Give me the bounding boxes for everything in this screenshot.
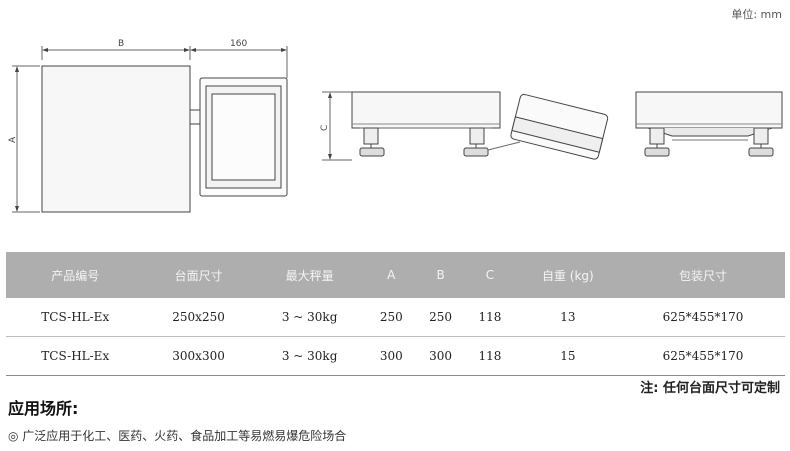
table-row: TCS-HL-Ex 250x250 3 ~ 30kg 250 250 118 1… [6,298,785,337]
header-product-code: 产品编号 [6,252,145,298]
application-title: 应用场所: [8,399,79,418]
application-description: ◎ 广泛应用于化工、医药、火药、食品加工等易燃易爆危险场合 [8,429,347,443]
header-a: A [366,252,416,298]
technical-drawings: B 160 A C [8,39,783,213]
cell-c: 118 [465,298,515,337]
cell-product-code: TCS-HL-Ex [6,298,145,337]
header-weight: 自重 (kg) [514,252,622,298]
cell-package-size: 625*455*170 [621,298,785,337]
cell-package-size: 625*455*170 [621,336,785,376]
unit-label: 单位: mm [731,8,782,21]
side-view-drawing [322,91,609,161]
cell-b: 250 [415,298,466,337]
cell-c: 118 [465,336,515,376]
cell-a: 300 [366,336,416,376]
table-header-row: 产品编号 台面尺寸 最大秤量 A B C 自重 (kg) 包装尺寸 [6,252,785,298]
header-b: B [415,252,466,298]
dimension-b-label: B [118,39,124,49]
cell-product-code: TCS-HL-Ex [6,336,145,376]
cell-max-capacity: 3 ~ 30kg [252,298,367,337]
dimension-c-label: C [320,125,330,131]
cell-b: 300 [415,336,466,376]
header-package-size: 包装尺寸 [621,252,785,298]
cell-platform-size: 250x250 [144,298,253,337]
cell-a: 250 [366,298,416,337]
spec-table: 产品编号 台面尺寸 最大秤量 A B C 自重 (kg) 包装尺寸 TCS-HL… [6,252,785,376]
header-max-capacity: 最大秤量 [252,252,367,298]
cell-weight: 15 [514,336,622,376]
cell-platform-size: 300x300 [144,336,253,376]
table-row: TCS-HL-Ex 300x300 3 ~ 30kg 300 300 118 1… [6,336,785,376]
cell-max-capacity: 3 ~ 30kg [252,336,367,376]
top-view-drawing [12,46,288,213]
cell-weight: 13 [514,298,622,337]
dimension-a-label: A [8,136,18,143]
front-view-drawing [635,91,783,157]
custom-size-note: 注: 任何台面尺寸可定制 [640,381,780,396]
header-platform-size: 台面尺寸 [144,252,253,298]
dimension-160-label: 160 [230,39,247,49]
header-c: C [465,252,515,298]
